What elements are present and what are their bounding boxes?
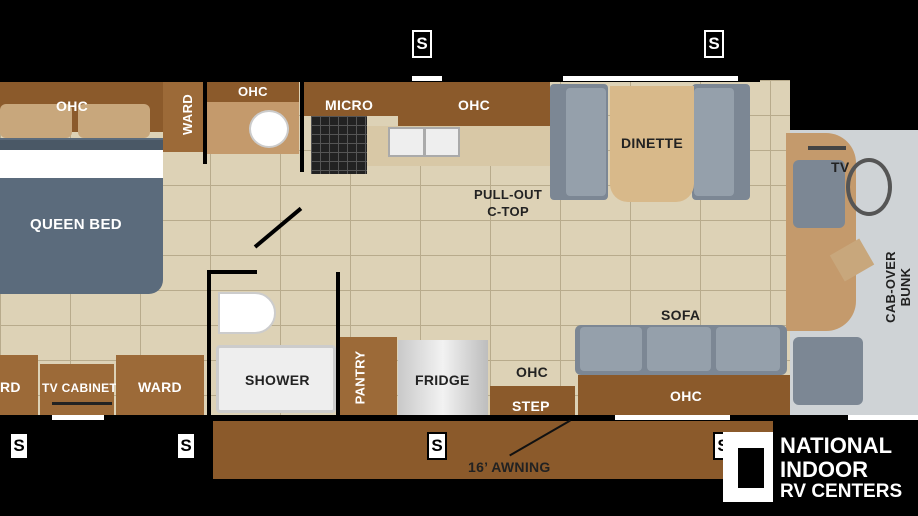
ohc-kitchen-label: OHC — [458, 97, 491, 113]
pillow-right — [78, 104, 150, 138]
pillow-left — [0, 104, 72, 138]
shower-label: SHOWER — [245, 372, 310, 388]
queen-bed-label: QUEEN BED — [30, 216, 122, 233]
step-label: STEP — [512, 398, 550, 414]
sofa-label: SOFA — [661, 307, 701, 323]
tv-label: TV — [831, 159, 850, 175]
dinette-cushion-left — [566, 88, 606, 196]
bath-wall-r — [300, 82, 304, 172]
sofa-cushion-3 — [716, 327, 780, 371]
sink-bath — [249, 110, 289, 148]
ohc-sofa-label: OHC — [670, 388, 703, 404]
bath-wall-top — [207, 270, 257, 274]
dinette-table — [610, 86, 694, 202]
rd-label: RD — [0, 379, 21, 395]
top-wall — [0, 76, 760, 82]
micro — [304, 82, 398, 116]
window-top-mid — [563, 76, 738, 81]
ward-top — [163, 82, 203, 152]
window-bottom-right — [848, 415, 918, 420]
logo-line3: RV CENTERS — [780, 481, 903, 502]
ohc-step-label: OHC — [516, 364, 549, 380]
steering-wheel — [846, 158, 892, 216]
ohc-left-label: OHC — [56, 98, 89, 114]
logo-line1: NATIONAL — [780, 433, 893, 458]
ohc-bath — [207, 82, 299, 102]
kitchen-sink-divider — [423, 127, 426, 157]
ohc-bath-label: OHC — [238, 84, 268, 99]
shower — [216, 345, 336, 413]
slide-marker-bottom-2: S — [176, 432, 196, 460]
slide-marker-top-2: S — [704, 30, 724, 58]
logo-mark-inner — [738, 448, 764, 488]
pantry — [340, 337, 397, 415]
bath-wall-left — [207, 270, 211, 415]
micro-label: MICRO — [325, 97, 374, 113]
dinette-cushion-right — [694, 88, 734, 196]
ohc-kitchen — [398, 82, 550, 126]
logo-line2: INDOOR — [780, 457, 868, 482]
dinette-label: DINETTE — [621, 135, 683, 151]
ohc-sofa — [578, 375, 790, 415]
cab-seat-top — [793, 160, 845, 228]
window-bottom-left — [52, 415, 104, 420]
ward-bottom-label: WARD — [138, 379, 182, 395]
awning — [213, 421, 773, 479]
slide-marker-bottom-3: S — [427, 432, 447, 460]
slide-marker-top-1: S — [412, 30, 432, 58]
sofa-cushion-1 — [580, 327, 642, 371]
slide-marker-bottom-1: S — [9, 432, 29, 460]
bottom-wall — [0, 415, 918, 421]
pantry-label: PANTRY — [352, 350, 368, 405]
bed-sheet — [0, 150, 163, 178]
pullout-ctop-label: PULL-OUT C-TOP — [474, 187, 543, 219]
fridge — [398, 340, 488, 415]
window-bottom-mid — [615, 415, 730, 420]
stove — [311, 116, 367, 174]
awning-label: 16’ AWNING — [468, 459, 551, 475]
rd-cabinet — [0, 355, 38, 415]
cab-seat-bottom — [793, 337, 863, 405]
tv-cabinet-label: TV CABINET — [42, 381, 117, 395]
window-top-left — [412, 76, 442, 81]
bath-wall — [203, 82, 207, 164]
tv-icon — [808, 146, 846, 150]
ward-top-label: WARD — [179, 94, 195, 135]
bath-wall-right — [336, 272, 340, 415]
toilet — [218, 292, 276, 334]
tv-cabinet — [40, 364, 114, 415]
sofa-cushion-2 — [647, 327, 711, 371]
tv-stand — [52, 402, 112, 405]
fridge-label: FRIDGE — [415, 372, 470, 388]
bed-pillowline — [0, 140, 163, 150]
ward-bottom — [116, 355, 204, 415]
step — [490, 386, 575, 415]
cabover-bunk-label: CAB-OVER BUNK — [882, 251, 913, 323]
